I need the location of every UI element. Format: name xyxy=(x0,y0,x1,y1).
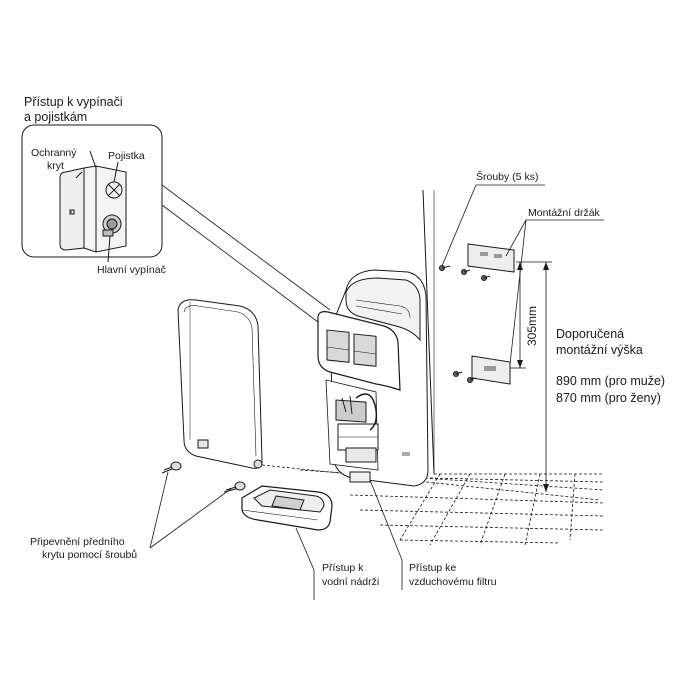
recommended-height-line2: montážní výška xyxy=(556,343,643,357)
screw-icon xyxy=(481,275,491,281)
screw-icon xyxy=(461,269,471,275)
dryer-unit xyxy=(317,269,429,487)
screw-icon xyxy=(453,371,463,377)
lower-mount-bracket xyxy=(471,355,511,385)
inset-box xyxy=(21,124,331,323)
inset-title-line1: Přístup k vypínači xyxy=(24,95,123,109)
screw-icon xyxy=(161,461,182,474)
water-tank-label-line1: Přístup k xyxy=(322,562,364,574)
fuse-label: Pojistka xyxy=(108,150,145,162)
cover-label-line2: kryt xyxy=(47,160,64,172)
water-tank xyxy=(241,485,333,531)
wall xyxy=(422,189,435,475)
switch-panel-shape xyxy=(83,165,127,253)
water-tank-label-line2: vodní nádrži xyxy=(322,576,380,588)
front-cover-screws-line2: krytu pomocí šroubů xyxy=(42,549,138,561)
leader-lines xyxy=(149,184,604,600)
upper-mount-bracket xyxy=(467,243,515,273)
height-dimension xyxy=(510,261,552,492)
main-switch-label: Hlavní vypínač xyxy=(97,264,166,276)
air-filter-label-line2: vzduchovému filtru xyxy=(409,576,497,588)
screws-label: Šrouby (5 ks) xyxy=(476,171,539,183)
screw-icon xyxy=(223,481,246,493)
wall-screws xyxy=(439,265,491,383)
protective-cover-shape xyxy=(59,167,85,251)
inset-title-line2: a pojistkám xyxy=(24,110,88,124)
dimension-305mm-label: 305mm xyxy=(525,306,539,346)
cover-label-line1: Ochranný xyxy=(31,147,77,159)
front-cover-screws-line1: Připevnění předního xyxy=(30,536,125,548)
height-women-label: 870 mm (pro ženy) xyxy=(556,391,661,405)
screw-icon xyxy=(439,265,451,271)
main-switch-icon xyxy=(102,214,122,237)
mount-bracket-label: Montážní držák xyxy=(528,207,600,219)
front-cover xyxy=(177,299,263,469)
air-filter-label-line1: Přístup ke xyxy=(409,562,457,574)
recommended-height-line1: Doporučená xyxy=(556,327,625,341)
screw-icon xyxy=(467,377,477,383)
front-cover-screws xyxy=(161,461,246,493)
height-men-label: 890 mm (pro muže) xyxy=(556,374,666,388)
